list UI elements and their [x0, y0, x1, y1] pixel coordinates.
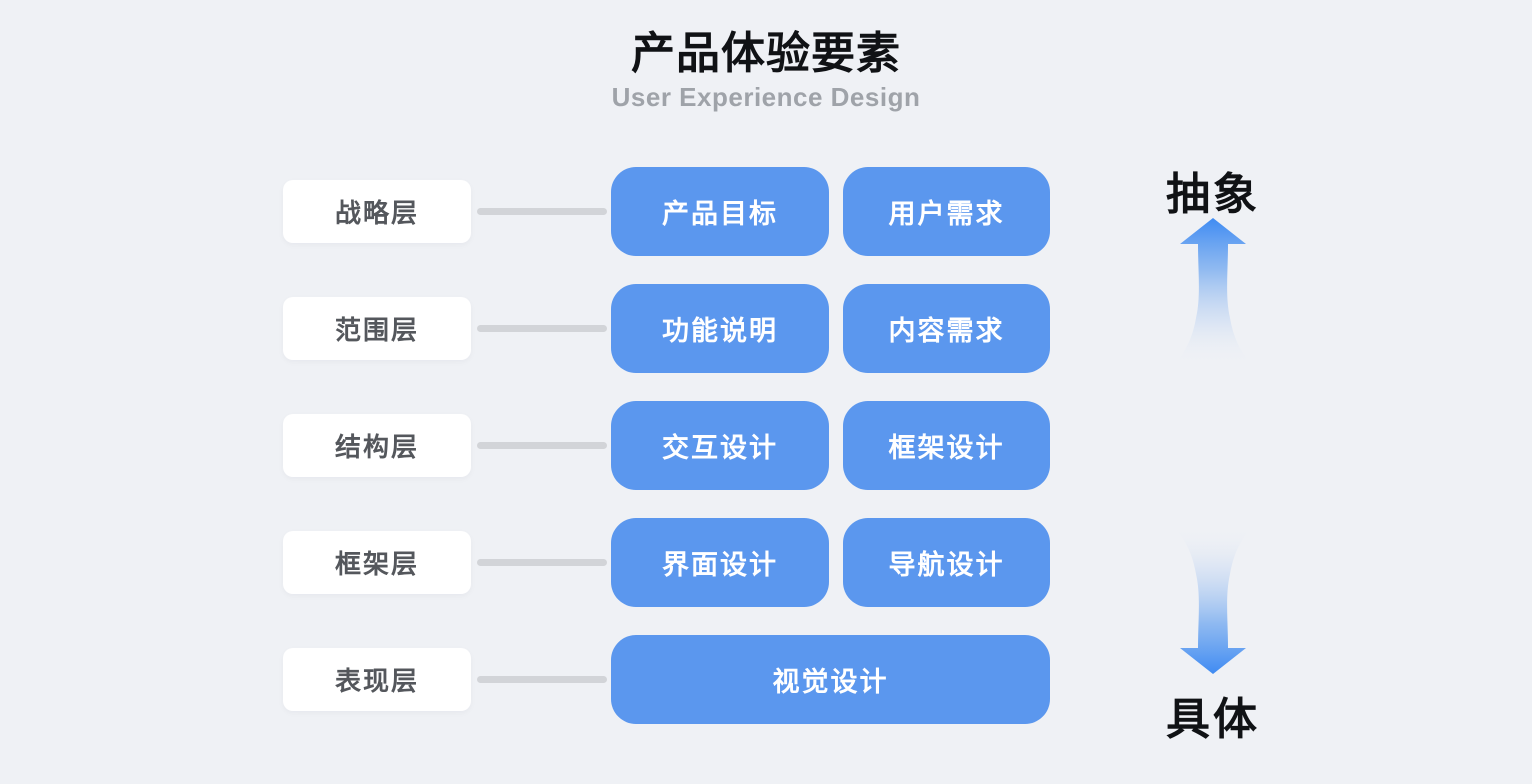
layer-label-box: 框架层 — [283, 531, 471, 594]
down-arrow-icon — [1174, 527, 1252, 674]
layer-row-structure: 结构层 交互设计 框架设计 — [0, 401, 1532, 490]
connector-line — [477, 325, 607, 332]
element-label: 交互设计 — [662, 433, 778, 463]
layer-label-box: 表现层 — [283, 648, 471, 711]
element-box: 产品目标 — [611, 167, 829, 256]
element-label: 界面设计 — [662, 550, 778, 580]
connector-line — [477, 208, 607, 215]
layer-row-skeleton: 框架层 界面设计 导航设计 — [0, 518, 1532, 607]
page-subtitle: User Experience Design — [611, 82, 921, 113]
page-title: 产品体验要素 — [631, 29, 901, 78]
layer-label: 结构层 — [334, 432, 419, 462]
layer-label-box: 范围层 — [283, 297, 471, 360]
axis-label-concrete: 具体 — [1166, 695, 1260, 744]
element-label: 产品目标 — [662, 199, 778, 229]
connector-line — [477, 676, 607, 683]
element-box: 视觉设计 — [611, 635, 1050, 724]
element-box: 内容需求 — [843, 284, 1050, 373]
layer-label: 框架层 — [334, 549, 419, 579]
element-box: 交互设计 — [611, 401, 829, 490]
connector-line — [477, 442, 607, 449]
element-box: 功能说明 — [611, 284, 829, 373]
element-box: 框架设计 — [843, 401, 1050, 490]
element-box: 界面设计 — [611, 518, 829, 607]
connector-line — [477, 559, 607, 566]
element-label: 视觉设计 — [772, 667, 889, 697]
element-box: 导航设计 — [843, 518, 1050, 607]
element-label: 用户需求 — [888, 199, 1005, 229]
layer-row-surface: 表现层 视觉设计 — [0, 635, 1532, 724]
layer-label-box: 战略层 — [283, 180, 471, 243]
layer-label: 范围层 — [334, 315, 419, 345]
up-arrow-icon — [1174, 218, 1252, 365]
element-label: 功能说明 — [662, 316, 778, 346]
element-box: 用户需求 — [843, 167, 1050, 256]
axis-label-abstract: 抽象 — [1166, 170, 1260, 219]
layer-label-box: 结构层 — [283, 414, 471, 477]
element-label: 内容需求 — [888, 316, 1005, 346]
layer-label: 表现层 — [334, 666, 419, 696]
element-label: 框架设计 — [888, 433, 1005, 463]
element-label: 导航设计 — [888, 550, 1005, 580]
layer-row-strategy: 战略层 产品目标 用户需求 — [0, 167, 1532, 256]
layer-label: 战略层 — [334, 198, 419, 228]
layer-row-scope: 范围层 功能说明 内容需求 — [0, 284, 1532, 373]
diagram-header: 产品体验要素 User Experience Design — [0, 0, 1532, 113]
